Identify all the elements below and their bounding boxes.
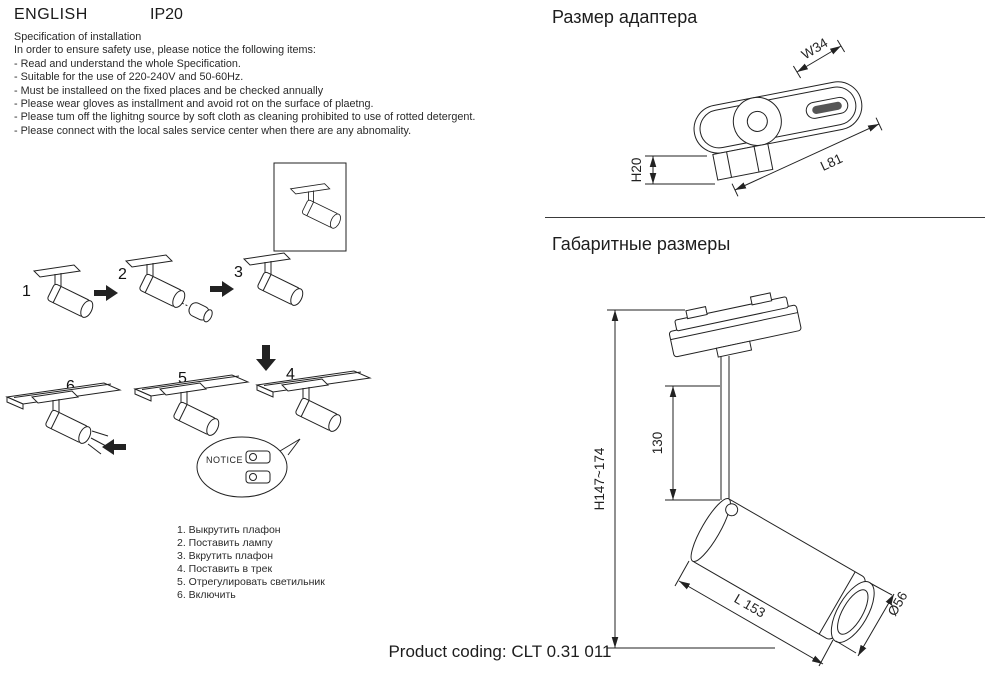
- dim-label-130: 130: [650, 432, 665, 455]
- spec-title: Specification of installation: [14, 31, 142, 43]
- step-number-5: 5: [178, 370, 187, 387]
- product-coding: Product coding: CLT 0.31 011: [388, 642, 612, 661]
- adapter-drawing: W34 H20 L81: [629, 35, 883, 197]
- language-label: ENGLISH: [14, 6, 88, 23]
- instruction-list: 1. Выкрутить плафон 2. Поставить лампу 3…: [177, 524, 325, 602]
- arrow-right-icon: [210, 281, 234, 297]
- instruction-item: 6. Включить: [177, 589, 236, 601]
- section-divider: [545, 217, 985, 218]
- light-beams: [87, 430, 109, 455]
- dim-label-l81: L81: [818, 151, 845, 174]
- step-6-figure: [31, 390, 94, 446]
- step-number-1: 1: [22, 283, 31, 300]
- instruction-item: 2. Поставить лампу: [177, 537, 273, 549]
- step-4-figure: [281, 378, 344, 434]
- instruction-item: 1. Выкрутить плафон: [177, 524, 281, 536]
- installation-diagram: 1 2 3 4 5 6: [6, 162, 371, 498]
- lamp-bulb-figure: [181, 302, 213, 323]
- dim-label-height-range: H147~174: [592, 447, 607, 510]
- notice-label: NOTICE: [206, 455, 243, 465]
- spec-intro: In order to ensure safety use, please no…: [14, 44, 316, 57]
- step-1-figure: [33, 264, 96, 320]
- overall-section-title: Габаритные размеры: [552, 234, 731, 254]
- pivot-knob: [725, 503, 739, 517]
- step-number-3: 3: [234, 264, 243, 281]
- step-number-4: 4: [286, 366, 295, 383]
- spec-item: - Please wear gloves as installment and …: [14, 98, 374, 111]
- spec-item: - Suitable for the use of 220-240V and 5…: [14, 71, 244, 84]
- detail-fixture-figure: [290, 183, 344, 231]
- spec-item: - Read and understand the whole Specific…: [14, 57, 241, 70]
- spec-item: - Please tum off the lighitng source by …: [14, 111, 476, 124]
- spec-item: - Please connect with the local sales se…: [14, 124, 412, 137]
- instruction-item: 4. Поставить в трек: [177, 563, 273, 575]
- ip-rating-label: IP20: [150, 6, 183, 23]
- dim-label-h20: H20: [629, 158, 644, 183]
- step-number-6: 6: [66, 378, 75, 395]
- dim-label-w34: W34: [799, 35, 831, 62]
- adapter-section-title: Размер адаптера: [552, 7, 698, 27]
- arrow-down-icon: [256, 345, 276, 371]
- specification-block: Specification of installation In order t…: [14, 31, 544, 138]
- instruction-item: 5. Отрегулировать светильник: [177, 576, 325, 588]
- dim-adapter-width: W34: [792, 35, 846, 79]
- track-plate: [668, 292, 802, 358]
- step-number-2: 2: [118, 266, 127, 283]
- dim-adapter-height: H20: [629, 155, 715, 185]
- step-2-figure: [125, 254, 188, 310]
- stem: [720, 356, 730, 500]
- step-3-figure: [243, 252, 306, 308]
- arrow-right-icon: [94, 285, 118, 301]
- notice-bubble: NOTICE: [196, 436, 301, 498]
- detail-box: [273, 162, 347, 252]
- lamp-body: [690, 498, 875, 643]
- spec-item: - Must be installeed on the fixed places…: [14, 84, 324, 97]
- adapter-body: [693, 81, 863, 181]
- step-5-figure: [159, 382, 222, 438]
- arrow-left-icon: [102, 439, 126, 455]
- overall-drawing: H147~174 130 L 153 Ø56: [592, 292, 911, 667]
- instruction-item: 3. Вкрутить плафон: [177, 550, 274, 562]
- dim-stem-length: 130: [650, 385, 720, 501]
